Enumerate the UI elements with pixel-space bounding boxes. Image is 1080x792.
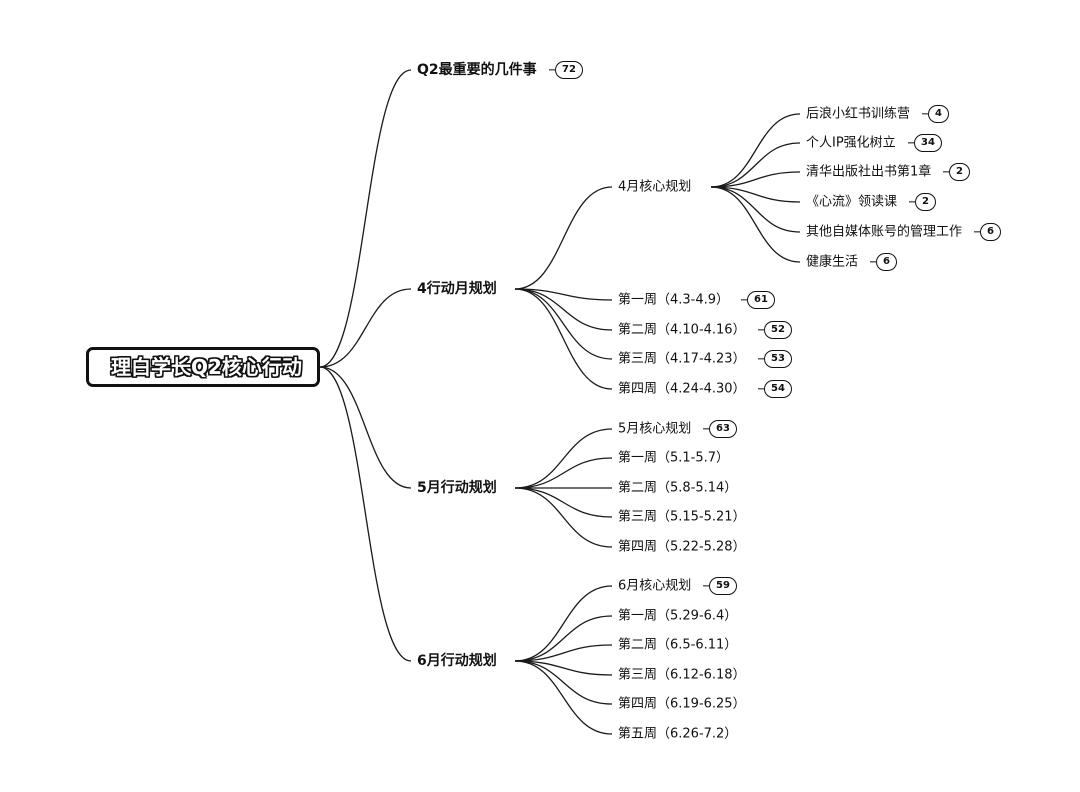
subtopic-2-2[interactable]: 第一周（4.3-4.9） [618,292,730,308]
branch-topic-3[interactable]: 5月行动规划 [417,480,497,496]
plan-item-1[interactable]: 后浪小红书训练营 [806,106,911,122]
topic-count-badge[interactable]: 6 [980,223,1001,241]
badge-connector [870,261,876,263]
root-node[interactable]: 理白学长Q2核心行动 [86,347,320,387]
topic-count-badge[interactable]: 6 [876,253,897,271]
subtopic-3-5[interactable]: 第四周（5.22-5.28） [618,539,746,555]
badge-connector [549,69,555,71]
branch-to-subtopic-connector [514,644,613,662]
topic-count-badge[interactable]: 72 [555,61,583,79]
topic-count-badge[interactable]: 52 [764,321,792,339]
badge-connector [758,358,764,360]
subtopic-4-3[interactable]: 第二周（6.5-6.11） [618,637,738,653]
topic-count-badge[interactable]: 2 [915,193,936,211]
plan-item-5[interactable]: 其他自媒体账号的管理工作 [806,224,963,240]
branch-to-subtopic-connector [514,288,613,390]
plan-item-4[interactable]: 《心流》领读课 [806,194,898,210]
subtopic-to-item-connector [710,142,801,188]
branch-to-subtopic-connector [514,487,613,548]
root-to-branch-connector [319,366,412,489]
root-to-branch-connector [319,366,412,662]
branch-to-subtopic-connector [514,428,613,489]
branch-to-subtopic-connector [514,615,613,662]
topic-count-badge[interactable]: 2 [949,163,970,181]
subtopic-3-2[interactable]: 第一周（5.1-5.7） [618,450,730,466]
topic-count-badge[interactable]: 63 [709,420,737,438]
branch-to-subtopic-connector [514,660,613,676]
topic-count-badge[interactable]: 34 [914,134,942,152]
subtopic-to-item-connector [710,113,801,188]
subtopic-2-1[interactable]: 4月核心规划 [618,179,692,195]
badge-connector [943,171,949,173]
branch-to-subtopic-connector [514,585,613,662]
topic-count-badge[interactable]: 61 [747,291,775,309]
plan-item-3[interactable]: 清华出版社出书第1章 [806,164,932,180]
subtopic-2-4[interactable]: 第三周（4.17-4.23） [618,351,746,367]
branch-to-subtopic-connector [514,288,613,360]
plan-item-2[interactable]: 个人IP强化树立 [806,135,896,151]
badge-connector [974,231,980,233]
root-to-branch-connector [319,288,412,368]
subtopic-2-5[interactable]: 第四周（4.24-4.30） [618,381,746,397]
badge-connector [922,113,928,115]
subtopic-4-2[interactable]: 第一周（5.29-6.4） [618,608,738,624]
branch-to-subtopic-connector [514,457,613,489]
subtopic-4-5[interactable]: 第四周（6.19-6.25） [618,696,746,712]
subtopic-4-1[interactable]: 6月核心规划 [618,578,692,594]
branch-to-subtopic-connector [514,288,613,331]
badge-connector [909,201,915,203]
branch-to-subtopic-connector [514,660,613,705]
topic-count-badge[interactable]: 53 [764,350,792,368]
subtopic-to-item-connector [710,186,801,263]
badge-connector [758,388,764,390]
branch-to-subtopic-connector [514,660,613,735]
badge-connector [758,329,764,331]
plan-item-6[interactable]: 健康生活 [806,254,859,270]
badge-connector [908,142,914,144]
subtopic-3-3[interactable]: 第二周（5.8-5.14） [618,480,738,496]
subtopic-2-3[interactable]: 第二周（4.10-4.16） [618,322,746,338]
subtopic-4-6[interactable]: 第五周（6.26-7.2） [618,726,738,742]
branch-topic-1[interactable]: Q2最重要的几件事 [417,62,537,78]
subtopic-to-item-connector [710,186,801,203]
badge-connector [741,299,747,301]
subtopic-3-4[interactable]: 第三周（5.15-5.21） [618,509,746,525]
subtopic-to-item-connector [710,186,801,233]
topic-count-badge[interactable]: 4 [928,105,949,123]
badge-connector [703,585,709,587]
branch-topic-2[interactable]: 4行动月规划 [417,281,497,297]
branch-to-subtopic-connector [514,288,613,301]
topic-count-badge[interactable]: 54 [764,380,792,398]
branch-topic-4[interactable]: 6月行动规划 [417,653,497,669]
subtopic-3-1[interactable]: 5月核心规划 [618,421,692,437]
subtopic-4-4[interactable]: 第三周（6.12-6.18） [618,667,746,683]
root-to-branch-connector [319,69,412,368]
branch-to-subtopic-connector [514,186,613,290]
topic-count-badge[interactable]: 59 [709,577,737,595]
branch-to-subtopic-connector [514,487,613,518]
subtopic-to-item-connector [710,171,801,188]
badge-connector [703,428,709,430]
